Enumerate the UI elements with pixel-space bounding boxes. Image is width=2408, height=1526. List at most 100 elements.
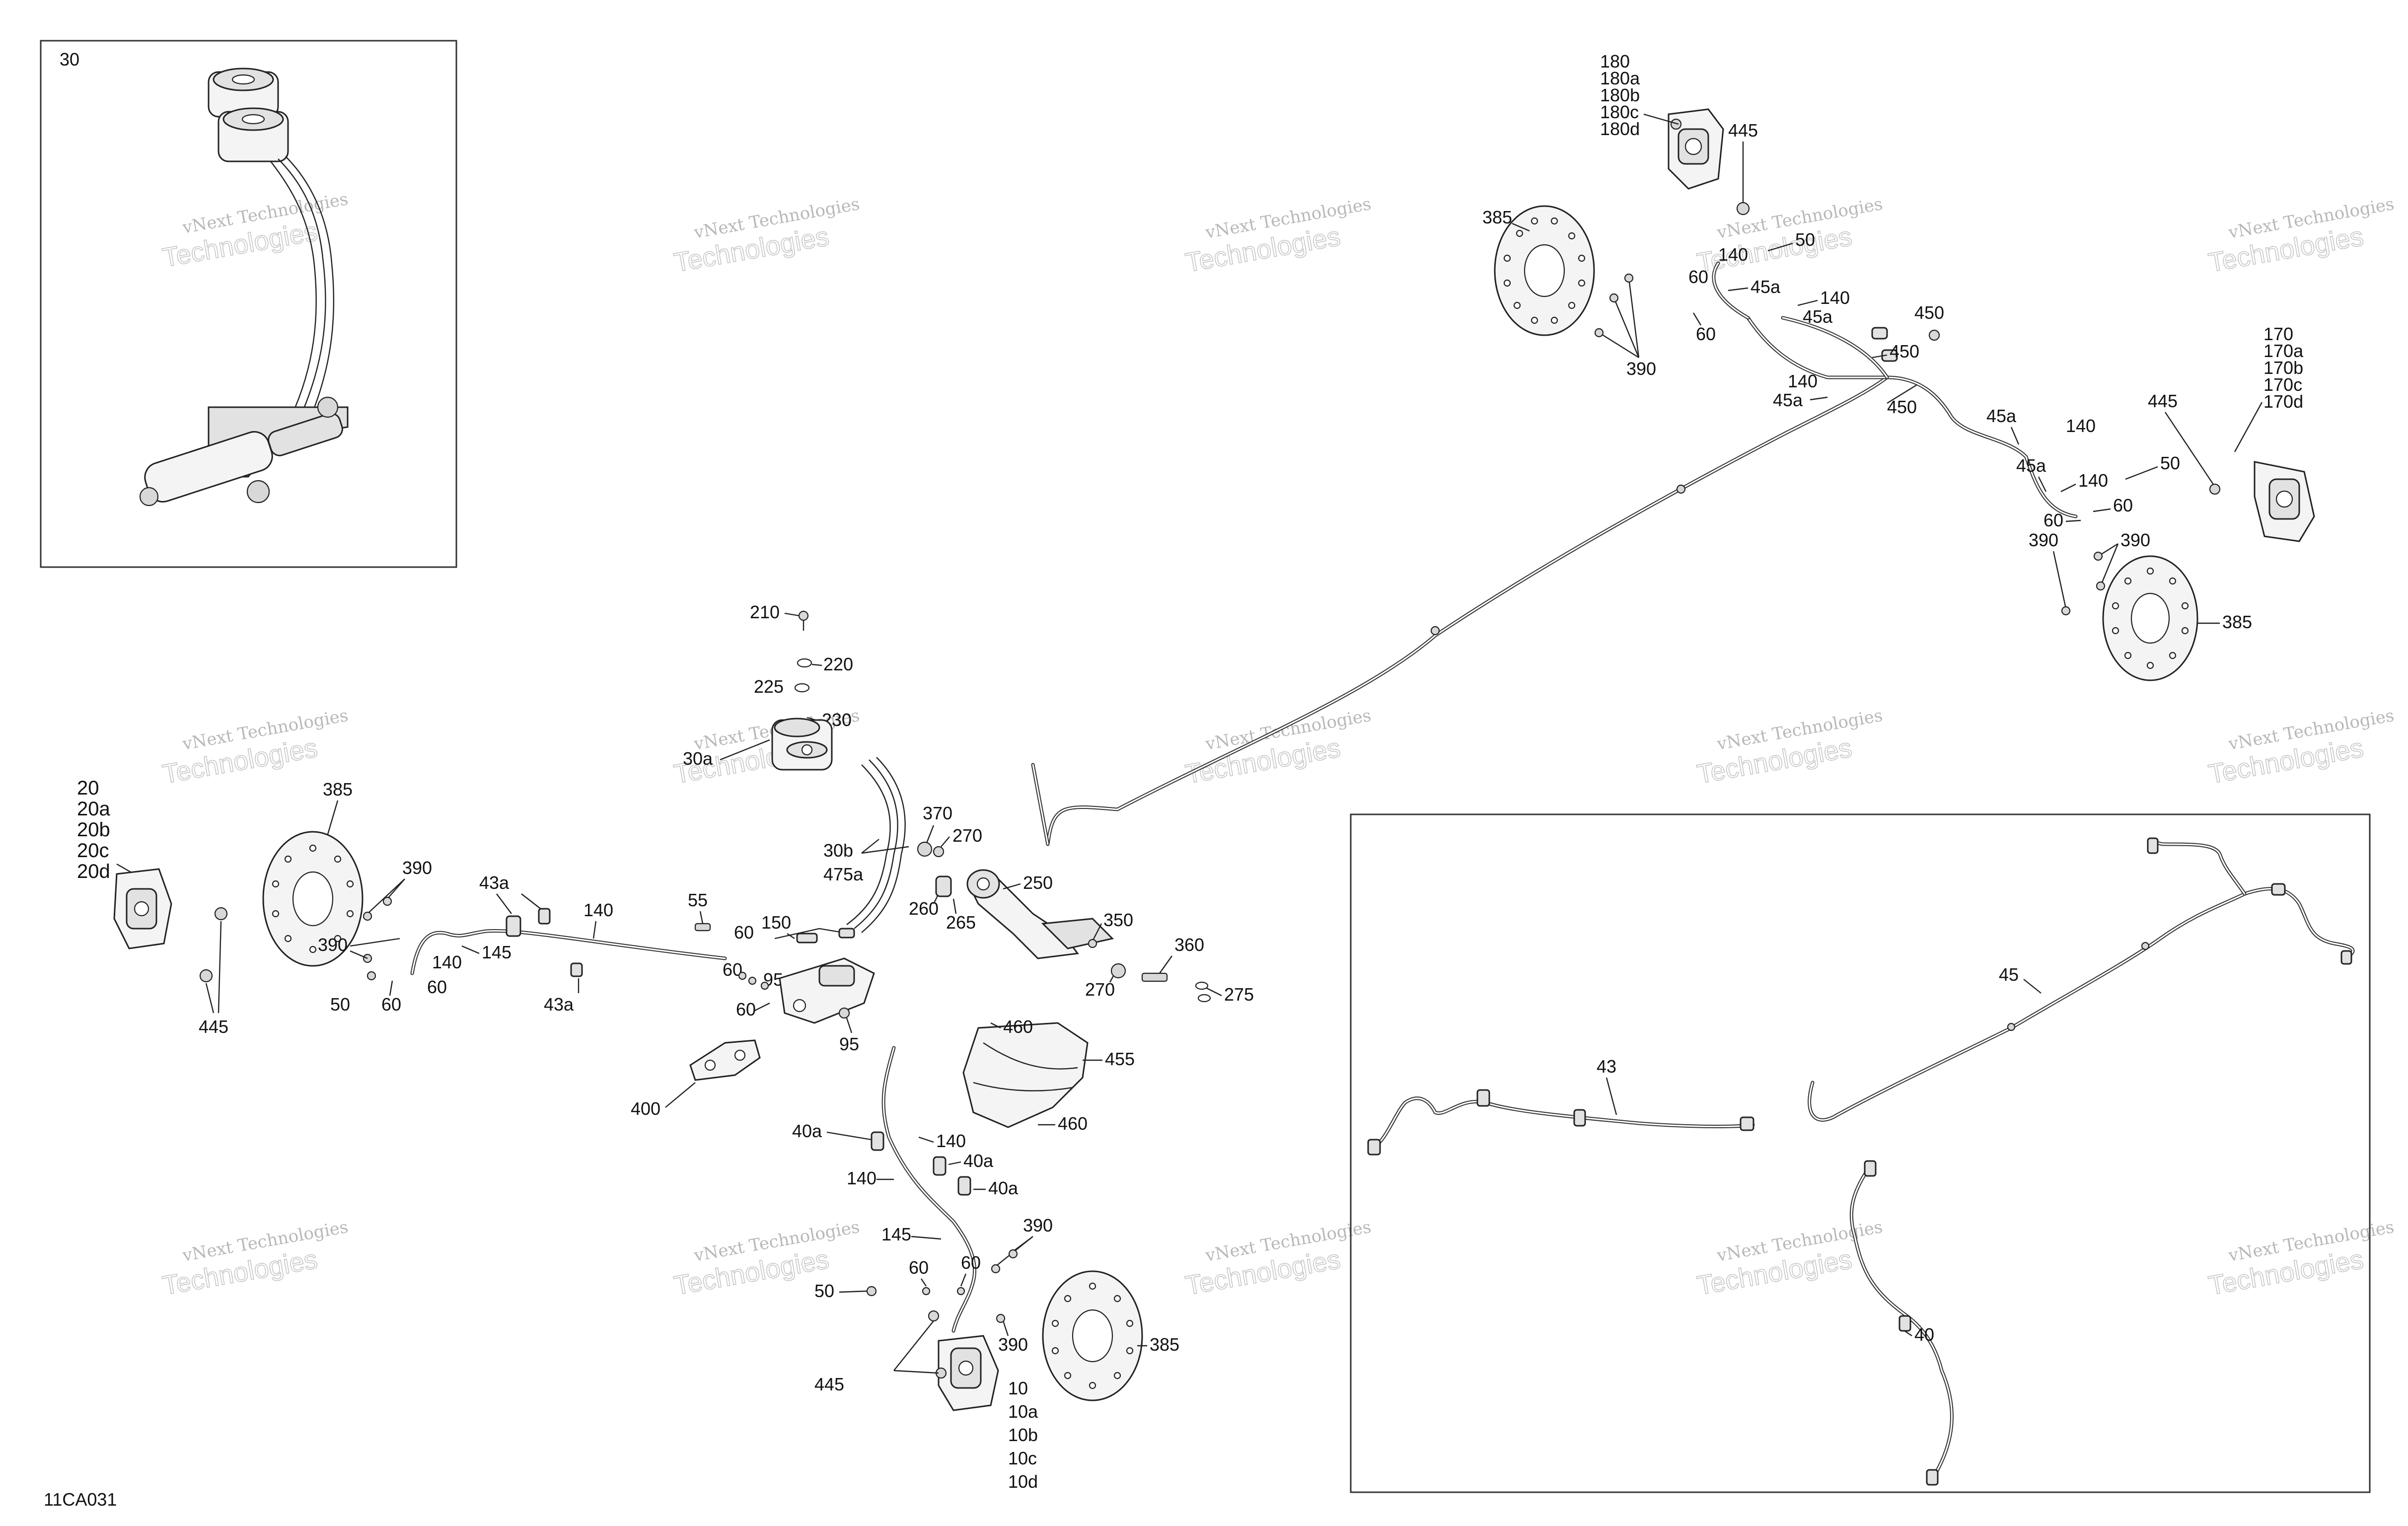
callout-60-bottom2: 60 [961,1252,981,1273]
callout-145-left: 145 [482,942,511,962]
callout-460-1: 460 [1003,1017,1033,1037]
rear-left-caliper [1668,108,1724,190]
callout-385-top: 385 [1482,207,1512,227]
watermark: vNext Technologies Technologies [1183,194,1373,279]
callout-270-1: 270 [952,825,982,846]
callout-30b: 30b [823,840,853,861]
watermark: vNext Technologies Technologies [2206,1217,2396,1302]
master-cylinder-mount-bolt [246,480,270,504]
callout-170a: 170a [2263,341,2304,361]
callout-460-2: 460 [1058,1113,1088,1134]
callout-40: 40 [1914,1324,1934,1345]
callout-55: 55 [688,890,708,910]
callout-30a: 30a [683,748,713,769]
callout-20a: 20a [77,798,110,820]
front-right-brake-line [881,1046,977,1333]
watermark: vNext Technologies Technologies [1183,706,1373,790]
callout-10: 10 [1008,1378,1028,1398]
master-cylinder-piston [268,413,343,456]
callout-445-top: 445 [1728,120,1758,141]
watermark: vNext Technologies Technologies [160,189,350,274]
callout-140-top1: 140 [1718,244,1748,265]
callout-40a-3: 40a [988,1178,1019,1198]
callout-43a-2: 43a [544,994,574,1015]
brake-line-43 [1367,1089,1755,1156]
heat-shield-455 [962,1022,1089,1128]
callout-400: 400 [631,1098,660,1119]
callout-170b: 170b [2263,358,2303,378]
callout-140-top3: 140 [1788,371,1818,391]
callout-50-bottom: 50 [814,1281,834,1301]
brake-distribution-block [779,957,875,1024]
main-rear-brake-line [1031,375,1889,846]
callout-265: 265 [946,912,976,933]
watermark: vNext Technologies Technologies [1694,194,1884,279]
callout-140-left2: 140 [432,952,462,972]
callout-390-right2: 390 [2120,530,2150,550]
front-left-rotor [262,831,364,967]
callout-40a-2: 40a [963,1151,994,1171]
callout-10a: 10a [1008,1401,1038,1422]
callout-445-left: 445 [199,1017,228,1037]
rear-left-rotor [1494,205,1595,336]
brake-line-40 [1849,1160,1954,1486]
callout-360: 360 [1174,935,1204,955]
callout-385-left: 385 [323,779,353,799]
callout-390-right1: 390 [2029,530,2058,550]
watermark: vNext Technologies Technologies [160,706,350,790]
callout-450-2: 450 [1890,341,1919,362]
front-right-rotor [1042,1270,1143,1401]
rear-junction-lines [1712,261,2078,518]
callout-180a: 180a [1600,68,1640,88]
brake-line-45 [1808,837,2355,1122]
callout-370: 370 [923,803,952,823]
callout-60-top1: 60 [1688,267,1708,287]
callout-60-left3: 60 [381,994,401,1015]
callout-270-2: 270 [1085,979,1115,1000]
callout-43a-1: 43a [479,872,510,893]
callout-275: 275 [1224,984,1254,1005]
bracket-400 [689,1039,761,1081]
callout-260: 260 [909,898,939,919]
callout-45a-top1: 45a [1751,277,1781,297]
front-left-caliper [113,868,172,949]
callout-10b: 10b [1008,1425,1038,1445]
callout-390-bottom1: 390 [1023,1215,1053,1235]
master-cylinder-inset-frame [40,40,457,568]
callout-43: 43 [1597,1056,1616,1077]
front-right-caliper [938,1335,999,1411]
callout-45a-top2: 45a [1803,306,1833,327]
callout-60-right2: 60 [2043,510,2063,530]
callout-60-left1: 60 [734,922,754,943]
rear-right-rotor [2102,555,2198,681]
callout-180: 180 [1600,51,1630,72]
callout-60-left5: 60 [736,999,756,1019]
callout-50-right: 50 [2160,453,2180,473]
rear-right-caliper [2254,461,2315,542]
watermark: vNext Technologies Technologies [2206,706,2396,790]
callout-145-bottom: 145 [881,1224,911,1244]
callout-60-right1: 60 [2113,495,2133,515]
callout-140-top2: 140 [1820,288,1850,308]
callout-10d: 10d [1008,1471,1038,1492]
callout-140-bottom1: 140 [936,1131,966,1151]
callout-390-left1: 390 [402,858,432,878]
callout-30: 30 [60,49,79,70]
callout-140-bottom2: 140 [847,1168,876,1188]
callout-60-top2: 60 [1696,324,1716,344]
brake-lines-inset-frame [1350,813,2371,1493]
master-cylinder-pushrod-end [317,396,339,418]
watermark: vNext Technologies Technologies [1183,1217,1373,1302]
watermark: vNext Technologies Technologies [1694,706,1884,790]
callout-40a-1: 40a [792,1121,822,1141]
callout-445-right: 445 [2148,391,2178,411]
callout-390-top: 390 [1626,359,1656,379]
callout-45a-right1: 45a [1986,406,2017,426]
callout-180d: 180d [1600,119,1640,139]
reservoir-cap-upper-center [231,74,255,85]
master-cylinder-assembly [139,68,349,507]
callout-45a-top3: 45a [1773,390,1803,410]
watermark: vNext Technologies Technologies [671,194,861,279]
callout-210: 210 [750,602,780,622]
reservoir-cap-lower-center [241,114,265,125]
